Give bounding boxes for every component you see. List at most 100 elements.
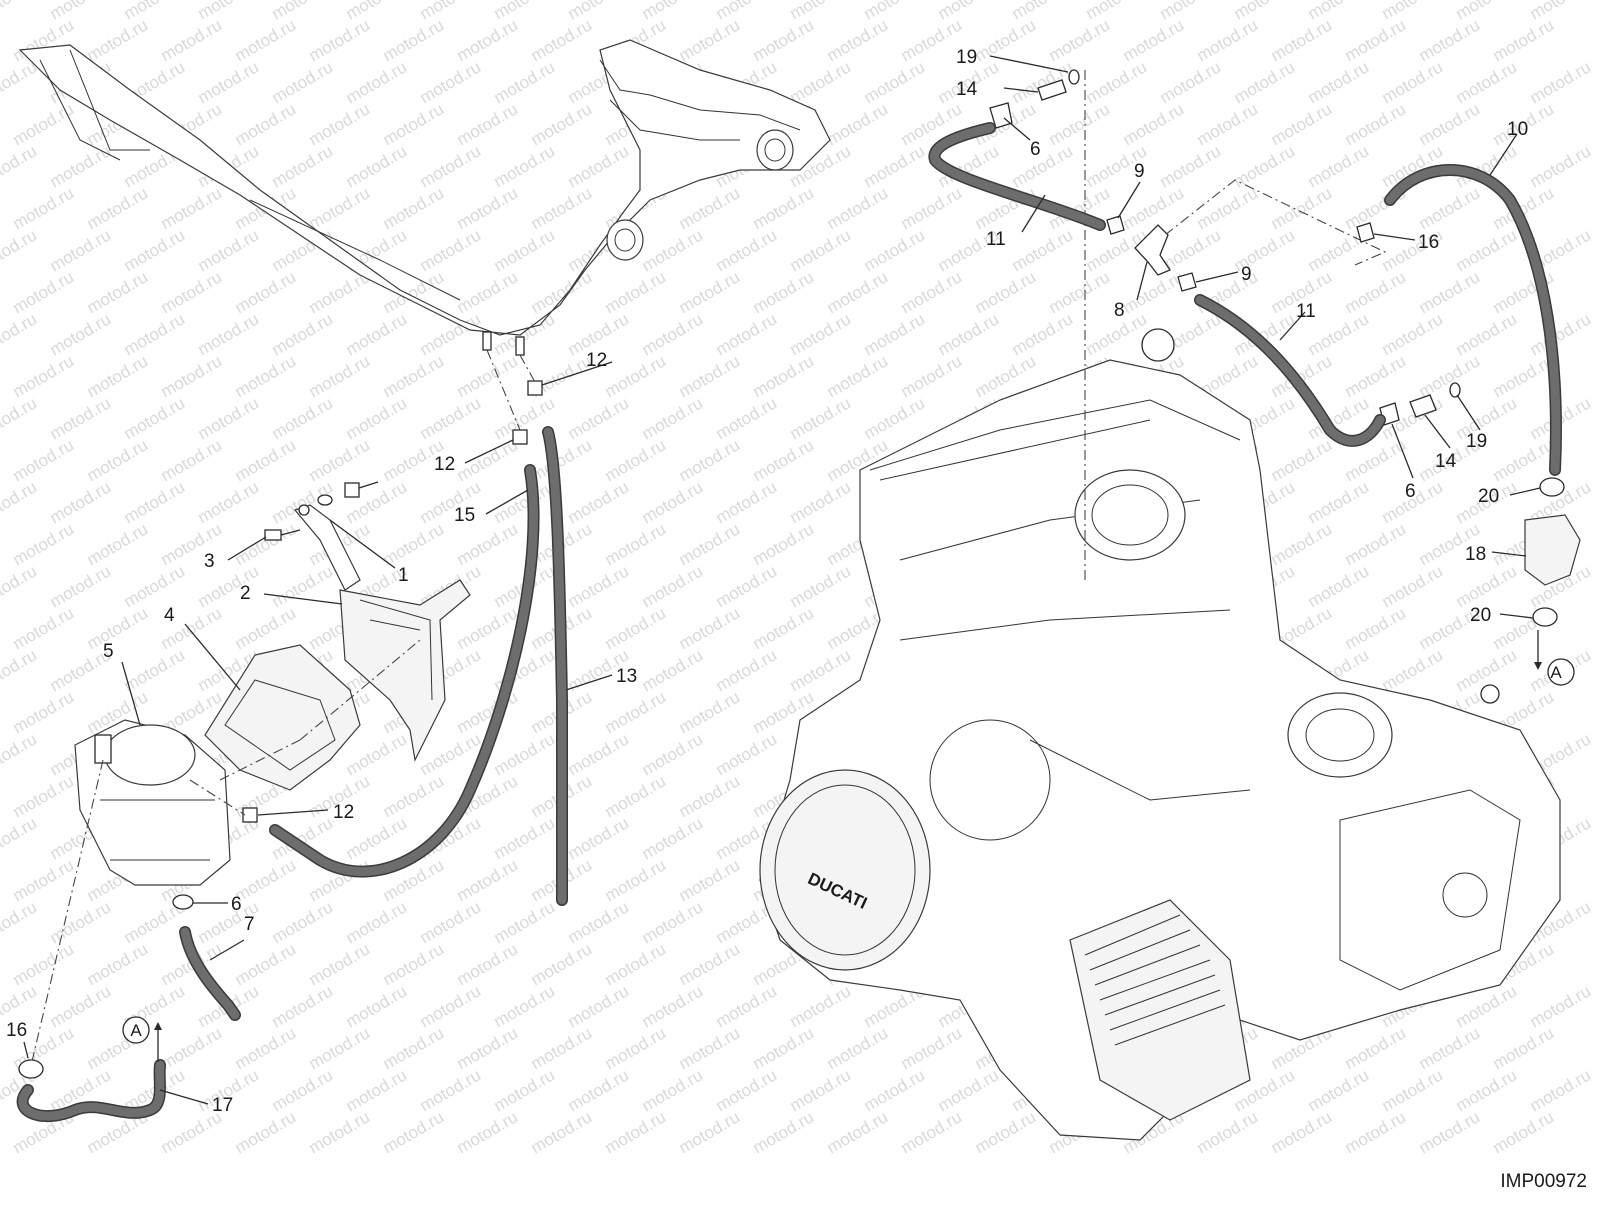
watermark-text: motod.ru	[343, 309, 411, 359]
watermark-text: motod.ru	[0, 729, 40, 779]
watermark-text: motod.ru	[565, 477, 633, 527]
tee-fitting-8	[1134, 224, 1171, 276]
drawing-code: IMP00972	[1500, 1171, 1587, 1192]
callout-16-left: 16	[6, 1020, 27, 1041]
washer-19-top	[1068, 69, 1080, 85]
watermark-text: motod.ru	[121, 645, 189, 695]
watermark-text: motod.ru	[1416, 351, 1484, 401]
watermark-text: motod.ru	[121, 0, 189, 23]
axis-line-tank-right	[519, 354, 536, 383]
callout-labels: 19 14 6 9 11 8 9 11 10 16 6 14 19 20 18 …	[6, 47, 1562, 1116]
watermark-text: motod.ru	[787, 981, 855, 1031]
watermark-text: motod.ru	[158, 183, 226, 233]
watermark-text: motod.ru	[232, 939, 300, 989]
watermark-text: motod.ru	[602, 603, 670, 653]
watermark-text: motod.ru	[750, 267, 818, 317]
watermark-text: motod.ru	[454, 939, 522, 989]
watermark-text: motod.ru	[454, 99, 522, 149]
watermark-text: motod.ru	[195, 393, 263, 443]
watermark-text: motod.ru	[121, 225, 189, 275]
watermark-text: motod.ru	[1046, 267, 1114, 317]
watermark-text: motod.ru	[417, 57, 485, 107]
axis-line-tank-left	[486, 349, 521, 431]
watermark-text: motod.ru	[676, 267, 744, 317]
watermark-text: motod.ru	[232, 1107, 300, 1157]
watermark-text: motod.ru	[1490, 1107, 1558, 1157]
callout-12-lower: 12	[333, 802, 354, 823]
washer-19-right	[1449, 382, 1461, 398]
watermark-text: motod.ru	[676, 939, 744, 989]
watermark-text: motod.ru	[380, 99, 448, 149]
watermark-text: motod.ru	[232, 351, 300, 401]
watermark-text: motod.ru	[1453, 0, 1521, 23]
watermark-text: motod.ru	[528, 183, 596, 233]
watermark-text: motod.ru	[898, 1107, 966, 1157]
watermark-text: motod.ru	[269, 393, 337, 443]
watermark-text: motod.ru	[676, 771, 744, 821]
watermark-text: motod.ru	[528, 435, 596, 485]
watermark-text: motod.ru	[1120, 267, 1188, 317]
watermark-text: motod.ru	[121, 393, 189, 443]
watermark-text: motod.ru	[1009, 309, 1077, 359]
callout-14-right: 14	[1435, 451, 1457, 472]
hose-13	[542, 426, 568, 906]
watermark-text: motod.ru	[417, 981, 485, 1031]
watermark-text: motod.ru	[750, 1107, 818, 1157]
watermark-text: motod.ru	[84, 15, 152, 65]
ref-circle-A-left	[122, 1016, 162, 1062]
watermark-text: motod.ru	[898, 15, 966, 65]
watermark-text: motod.ru	[639, 393, 707, 443]
watermark-text: motod.ru	[380, 1023, 448, 1073]
watermark-text: motod.ru	[84, 183, 152, 233]
watermark-text: motod.ru	[343, 897, 411, 947]
watermark-text: motod.ru	[1416, 15, 1484, 65]
watermark-text: motod.ru	[454, 183, 522, 233]
watermark-text: motod.ru	[1046, 99, 1114, 149]
watermark-text: motod.ru	[380, 939, 448, 989]
watermark-text: motod.ru	[824, 1023, 892, 1073]
watermark-text: motod.ru	[1120, 99, 1188, 149]
watermark-text: motod.ru	[861, 0, 929, 23]
watermark-text: motod.ru	[269, 1065, 337, 1115]
watermark-text: motod.ru	[602, 435, 670, 485]
watermark-text: motod.ru	[750, 351, 818, 401]
watermark-text: motod.ru	[713, 477, 781, 527]
callout-9-top: 9	[1134, 161, 1145, 182]
watermark-text: motod.ru	[1342, 15, 1410, 65]
callout-11-lower: 11	[1296, 301, 1316, 322]
watermark-text: motod.ru	[454, 855, 522, 905]
watermark-text: motod.ru	[1453, 561, 1521, 611]
watermark-text: motod.ru	[1416, 267, 1484, 317]
reservoir-5	[74, 719, 231, 886]
watermark-text: motod.ru	[1453, 1065, 1521, 1115]
callout-6-left: 6	[231, 894, 242, 915]
hose-7	[179, 926, 241, 1021]
bolt-3	[264, 529, 301, 541]
watermark-text: motod.ru	[713, 393, 781, 443]
watermark-text: motod.ru	[824, 183, 892, 233]
watermark-text: motod.ru	[306, 99, 374, 149]
watermark-text: motod.ru	[1342, 351, 1410, 401]
callout-12-middle: 12	[434, 454, 455, 475]
watermark-text: motod.ru	[676, 1107, 744, 1157]
watermark-text: motod.ru	[380, 15, 448, 65]
watermark-text: motod.ru	[750, 519, 818, 569]
watermark-text: motod.ru	[750, 1023, 818, 1073]
watermark-text: motod.ru	[47, 477, 115, 527]
watermark-text: motod.ru	[528, 1023, 596, 1073]
watermark-text: motod.ru	[565, 141, 633, 191]
watermark-text: motod.ru	[713, 981, 781, 1031]
callout-11-upper: 11	[986, 229, 1006, 250]
watermark-text: motod.ru	[47, 981, 115, 1031]
watermark-text: motod.ru	[787, 393, 855, 443]
watermark-text: motod.ru	[343, 0, 411, 23]
watermark-text: motod.ru	[417, 1065, 485, 1115]
watermark-text: motod.ru	[787, 645, 855, 695]
watermark-text: motod.ru	[787, 561, 855, 611]
watermark-text: motod.ru	[1416, 183, 1484, 233]
upper-fittings	[989, 69, 1581, 627]
watermark-text: motod.ru	[528, 267, 596, 317]
watermark-text: motod.ru	[10, 603, 78, 653]
